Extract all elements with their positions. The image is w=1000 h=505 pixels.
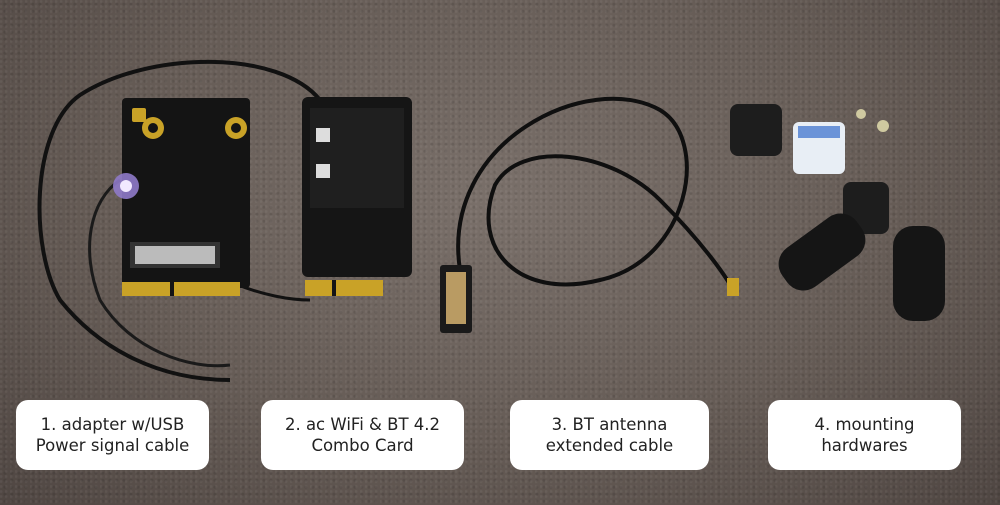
caption-bt-antenna-line2: extended cable xyxy=(545,436,674,455)
caption-mounting-line2: hardwares xyxy=(821,436,908,455)
caption-combo-card-line1: 2. ac WiFi & BT 4.2 xyxy=(284,415,441,434)
mounting-hardware xyxy=(730,104,945,321)
caption-adapter-line1: 1. adapter w/USB xyxy=(40,415,185,434)
caption-mounting-line1: 4. mounting xyxy=(814,415,915,434)
wifi-bt-card xyxy=(302,97,412,296)
adapter-board xyxy=(113,98,250,296)
caption-adapter-line2: Power signal cable xyxy=(35,436,190,455)
bt-antenna-cable xyxy=(440,96,739,333)
caption-adapter: 1. adapter w/USB Power signal cable xyxy=(16,400,209,470)
caption-combo-card-line2: Combo Card xyxy=(311,436,414,455)
caption-bt-antenna-line1: 3. BT antenna xyxy=(551,415,668,434)
caption-mounting: 4. mounting hardwares xyxy=(768,400,961,470)
caption-bt-antenna: 3. BT antenna extended cable xyxy=(510,400,709,470)
caption-combo-card: 2. ac WiFi & BT 4.2 Combo Card xyxy=(261,400,464,470)
